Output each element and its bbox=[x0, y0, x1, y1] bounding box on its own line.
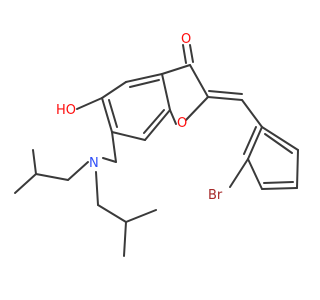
bond bbox=[111, 131, 146, 141]
bond bbox=[208, 90, 243, 95]
ketone-oxygen-label: O bbox=[181, 32, 191, 47]
bond bbox=[101, 97, 113, 133]
hydroxyl-group: HO bbox=[56, 103, 76, 118]
bond bbox=[182, 44, 187, 64]
bond bbox=[241, 99, 263, 128]
ketone-oxygen: O bbox=[181, 32, 191, 47]
bond bbox=[189, 44, 194, 63]
bond bbox=[129, 79, 160, 88]
hydroxyl-label: HO bbox=[56, 103, 76, 118]
amine-nitrogen-label: N bbox=[89, 156, 99, 171]
bond bbox=[261, 187, 298, 190]
bond bbox=[264, 133, 293, 154]
bond-lines bbox=[14, 44, 299, 257]
bond bbox=[247, 126, 263, 160]
ring-oxygen: O bbox=[177, 116, 187, 131]
bond bbox=[243, 126, 257, 155]
bond bbox=[125, 209, 157, 223]
bond bbox=[123, 221, 127, 257]
bond bbox=[144, 109, 171, 141]
bond bbox=[169, 109, 177, 125]
bond bbox=[35, 173, 69, 181]
amine-nitrogen: N bbox=[89, 156, 99, 171]
bond bbox=[67, 161, 89, 181]
bond bbox=[296, 149, 299, 189]
bond bbox=[207, 96, 243, 101]
bond bbox=[32, 149, 37, 175]
bond bbox=[247, 158, 263, 190]
bromine: Br bbox=[208, 188, 223, 203]
bond bbox=[189, 64, 209, 98]
bond bbox=[185, 96, 209, 121]
structure-diagram: O O HO N Br bbox=[14, 32, 299, 257]
bond bbox=[14, 173, 37, 194]
ring-oxygen-label: O bbox=[177, 116, 187, 131]
bond bbox=[229, 158, 249, 188]
bond bbox=[111, 131, 117, 163]
bond bbox=[97, 204, 127, 223]
bond bbox=[161, 64, 191, 75]
bond bbox=[125, 73, 163, 83]
bond bbox=[263, 181, 294, 184]
atom-labels: O O HO N Br bbox=[56, 32, 223, 203]
bond bbox=[261, 126, 299, 151]
bond bbox=[143, 109, 165, 134]
bond bbox=[76, 97, 103, 110]
bond bbox=[161, 73, 171, 111]
bond bbox=[108, 99, 118, 128]
bromine-label: Br bbox=[208, 188, 223, 203]
bond bbox=[95, 171, 99, 206]
bond bbox=[102, 157, 117, 163]
bond bbox=[101, 81, 127, 99]
